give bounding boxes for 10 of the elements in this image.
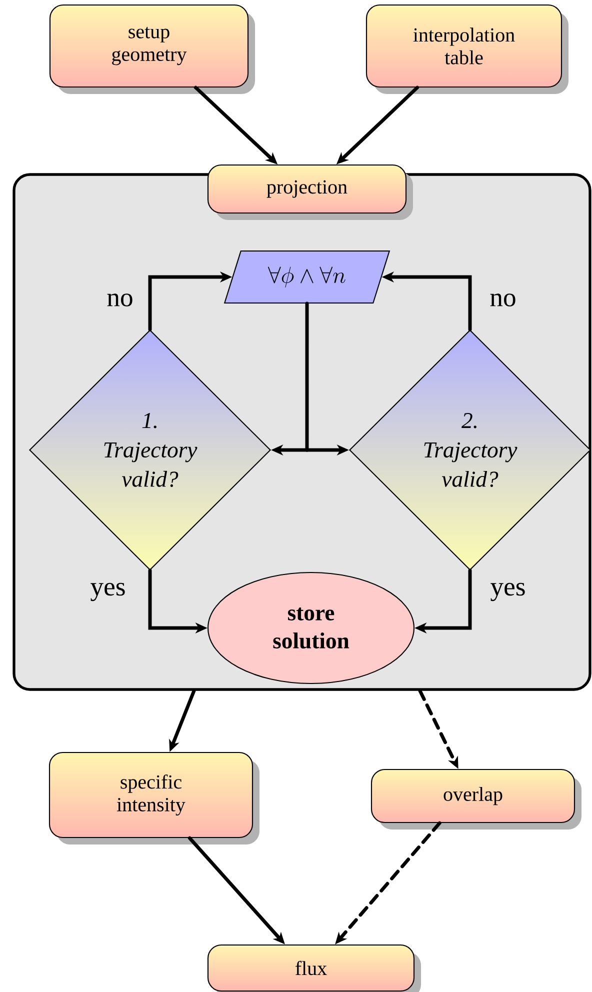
edge-label: no: [105, 292, 135, 308]
process-box: overlap: [370, 768, 582, 830]
process-box: specific intensity: [48, 752, 260, 844]
process-box: interpolation table: [366, 4, 568, 94]
edge-label: yes: [88, 582, 128, 602]
process-box: flux: [207, 944, 421, 992]
edge-label: no: [488, 292, 518, 308]
process-box: projection: [207, 164, 413, 220]
process-box: setup geometry: [49, 4, 255, 94]
edge-label: yes: [488, 582, 528, 602]
